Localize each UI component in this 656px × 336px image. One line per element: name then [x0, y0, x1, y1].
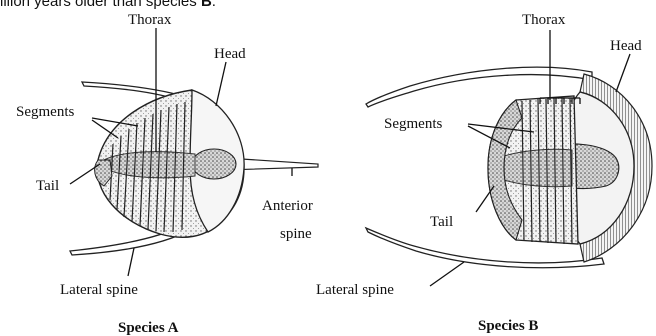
species-a-title: Species A [118, 320, 179, 336]
label-b-segments: Segments [384, 116, 442, 132]
label-b-head: Head [610, 38, 642, 54]
label-a-segments: Segments [16, 104, 74, 120]
species-b-title: Species B [478, 318, 538, 334]
species-b-axial-lobe [498, 149, 572, 186]
label-b-tail: Tail [430, 214, 453, 230]
label-a-spine: spine [280, 226, 312, 242]
label-a-anterior: Anterior [262, 198, 313, 214]
label-a-lateral-spine: Lateral spine [60, 282, 138, 298]
species-b-figure [366, 67, 652, 268]
label-a-head: Head [214, 46, 246, 62]
label-a-tail: Tail [36, 178, 59, 194]
label-a-thorax: Thorax [128, 12, 172, 28]
species-a-glabella [192, 149, 236, 179]
label-b-thorax: Thorax [522, 12, 566, 28]
label-b-lateral-spine: Lateral spine [316, 282, 394, 298]
